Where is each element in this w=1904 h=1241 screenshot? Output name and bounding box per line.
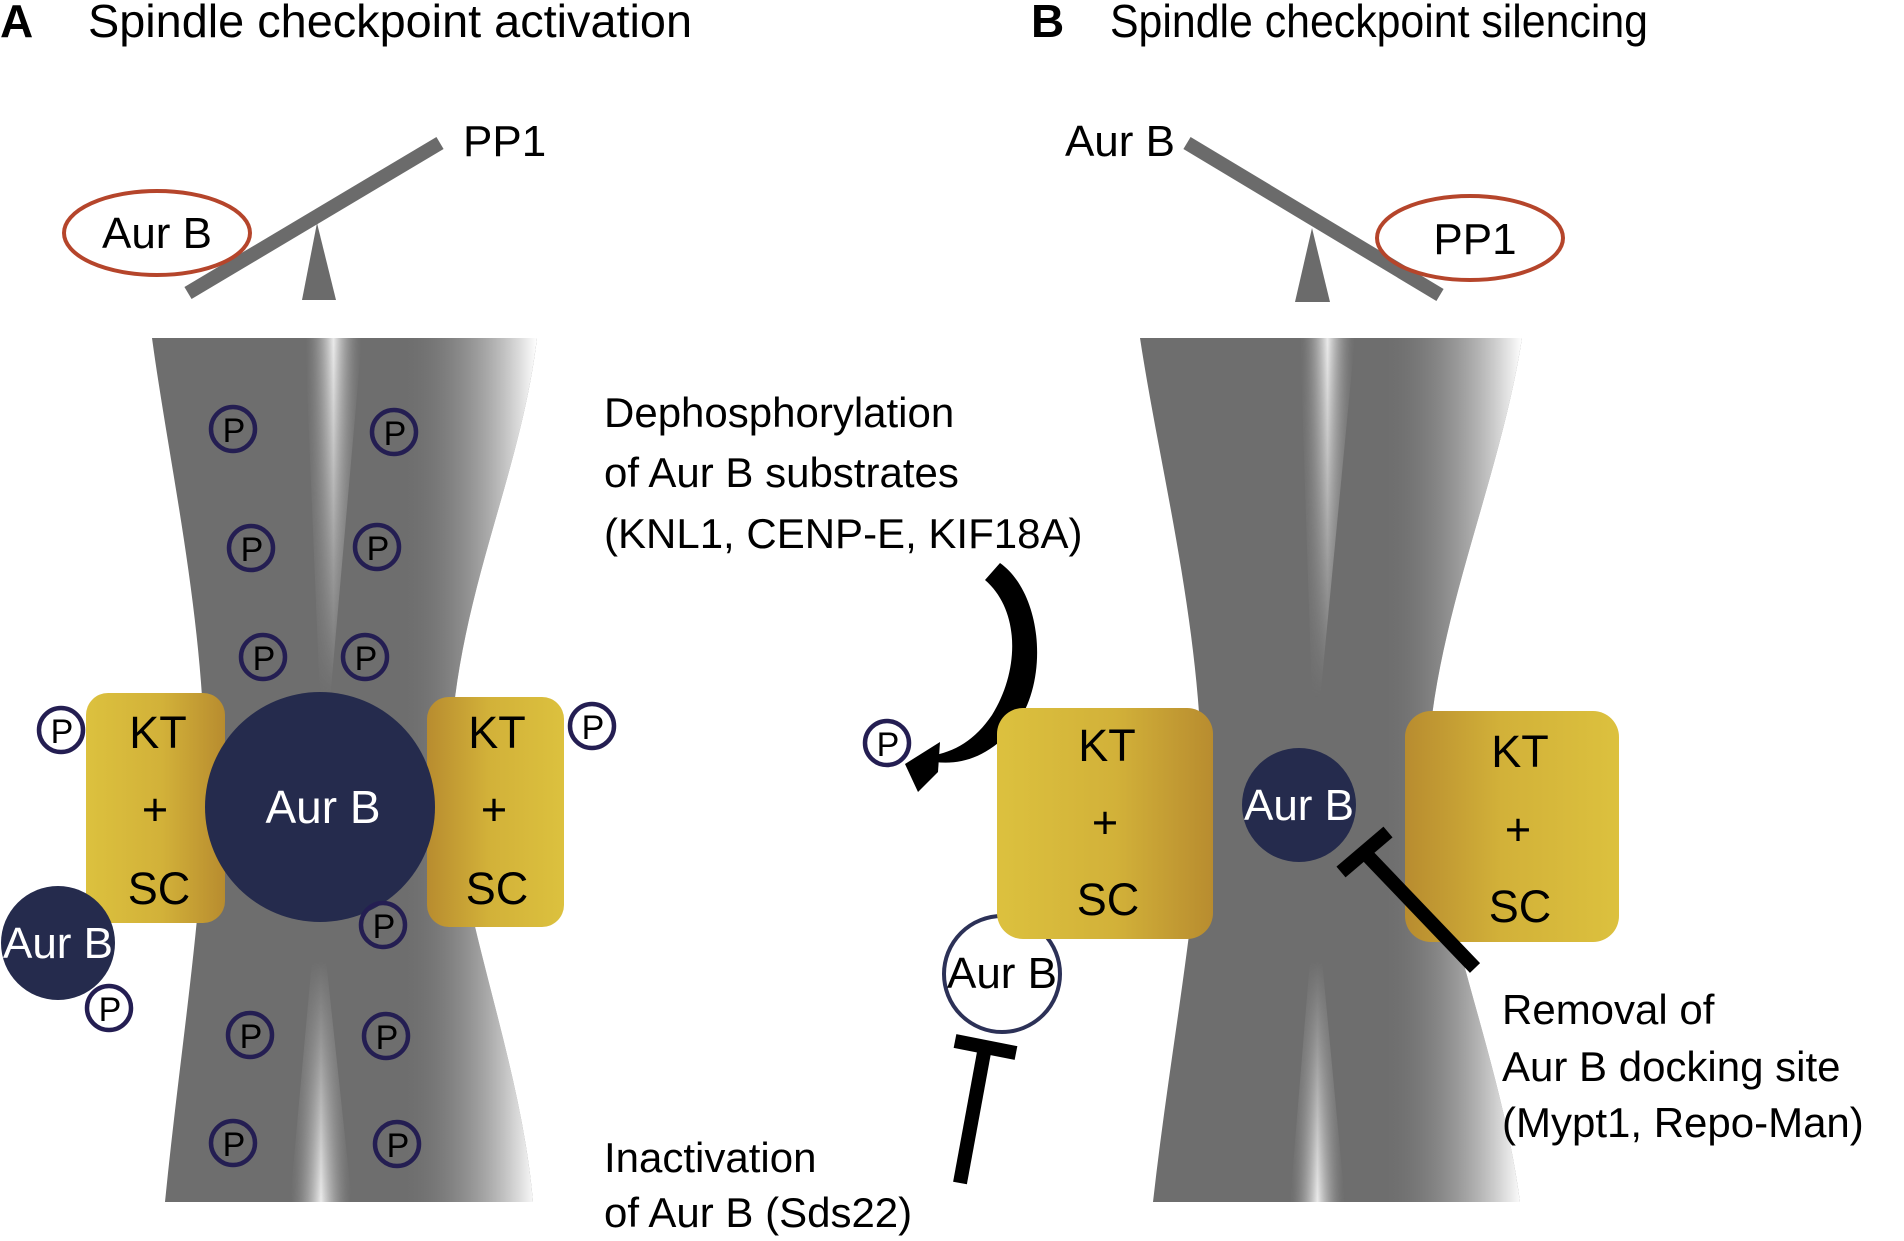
phospho-label: P	[51, 713, 74, 751]
plus-label: +	[1092, 797, 1118, 848]
seesaw-pivot-b	[1295, 228, 1330, 302]
panel-a-letter: A	[0, 0, 33, 47]
phospho-marks-a: P P P P P P P P P P P P P P	[36, 404, 617, 1169]
phospho-label: P	[582, 709, 605, 747]
spindle-fade-b	[1380, 338, 1522, 1202]
panel-b-letter: B	[1031, 0, 1064, 47]
annotation-line: (KNL1, CENP-E, KIF18A)	[604, 510, 1082, 557]
phospho-label: P	[373, 908, 396, 946]
inhibition-bar-icon	[953, 1034, 1018, 1185]
seesaw-label-aurb-a: Aur B	[102, 209, 212, 258]
phospho-label: P	[384, 415, 407, 453]
aurora-b-label: Aur B	[947, 949, 1057, 998]
phospho-label: P	[241, 531, 264, 569]
phospho-icon: P	[372, 1119, 422, 1169]
phospho-icon: P	[862, 718, 912, 768]
annotation-line: of Aur B (Sds22)	[604, 1189, 912, 1236]
balance-scale-b: PP1 Aur B	[1065, 117, 1565, 302]
sc-label: SC	[1077, 874, 1140, 925]
seesaw-pivot-a	[302, 223, 336, 300]
aurora-b-label: Aur B	[3, 919, 113, 968]
phospho-label: P	[99, 991, 122, 1029]
sc-label: SC	[128, 863, 191, 914]
plus-label: +	[481, 784, 507, 835]
kinetochore-left-b: KT + SC	[997, 708, 1213, 939]
inactivation-annotation: Inactivation of Aur B (Sds22)	[604, 1134, 912, 1236]
phospho-label: P	[387, 1127, 410, 1165]
dephosphorylation-annotation: Dephosphorylation of Aur B substrates (K…	[604, 389, 1082, 557]
annotation-line: Dephosphorylation	[604, 389, 954, 436]
phospho-label: P	[240, 1018, 263, 1056]
phospho-icon: P	[369, 407, 419, 457]
phospho-icon: P	[358, 900, 408, 950]
plus-label: +	[142, 784, 168, 835]
aurora-b-inactive: Aur B	[942, 914, 1062, 1034]
aurora-b-central-a: Aur B	[205, 692, 435, 922]
kinetochore-left-a: KT + SC	[86, 693, 225, 923]
pp1-highlight-oval-b	[1375, 194, 1565, 282]
phospho-icon: P	[208, 1118, 258, 1168]
seesaw-label-aurb-b: Aur B	[1065, 117, 1175, 166]
phospho-icon: P	[567, 701, 617, 751]
annotation-line: of Aur B substrates	[604, 449, 959, 496]
kinetochore-right-a: KT + SC	[427, 697, 564, 927]
phospho-label: P	[376, 1019, 399, 1057]
kt-label: KT	[1078, 720, 1136, 771]
seesaw-label-pp1-b: PP1	[1433, 215, 1516, 264]
docking-inhibition-bar-icon	[1336, 826, 1481, 973]
aurb-highlight-oval-a	[62, 189, 252, 277]
annotation-line: Inactivation	[604, 1134, 816, 1181]
annotation-line: Aur B docking site	[1502, 1043, 1841, 1090]
aurora-b-label: Aur B	[265, 781, 380, 833]
panel-a: A Spindle checkpoint activation Aur B PP…	[0, 0, 692, 1202]
panel-a-title: Spindle checkpoint activation	[88, 0, 692, 47]
phospho-label: P	[367, 530, 390, 568]
phospho-icon: P	[208, 404, 258, 454]
kt-label: KT	[468, 707, 526, 758]
plus-label: +	[1505, 804, 1531, 855]
phospho-label: P	[223, 1126, 246, 1164]
phospho-icon: P	[352, 522, 402, 572]
panel-b-title: Spindle checkpoint silencing	[1110, 0, 1648, 47]
aurora-b-detached-a: Aur B	[1, 886, 115, 1000]
seesaw-label-pp1-a: PP1	[463, 117, 546, 166]
sc-label: SC	[1489, 881, 1552, 932]
spindle-fade-a	[400, 338, 537, 1202]
phospho-icon: P	[36, 705, 86, 755]
released-phospho: P	[862, 718, 912, 768]
phospho-icon: P	[226, 523, 276, 573]
kt-label: KT	[1491, 726, 1549, 777]
phospho-label: P	[877, 726, 900, 764]
panel-b: B Spindle checkpoint silencing PP1 Aur B…	[997, 0, 1864, 1202]
phospho-label: P	[253, 640, 276, 678]
phospho-icon: P	[225, 1010, 275, 1060]
seesaw-beam-a	[184, 136, 444, 300]
phospho-icon: P	[361, 1011, 411, 1061]
aurora-b-label: Aur B	[1244, 781, 1354, 830]
aurora-b-central-b: Aur B	[1242, 748, 1356, 862]
annotation-line: (Mypt1, Repo-Man)	[1502, 1099, 1864, 1146]
phospho-icon: P	[238, 632, 288, 682]
sc-label: SC	[466, 863, 529, 914]
seesaw-beam-b	[1183, 136, 1444, 302]
removal-annotation: Removal of Aur B docking site (Mypt1, Re…	[1502, 986, 1864, 1146]
phospho-label: P	[355, 640, 378, 678]
annotation-line: Removal of	[1502, 986, 1715, 1033]
kinetochore-right-b: KT + SC	[1405, 711, 1619, 942]
phospho-icon: P	[340, 632, 390, 682]
balance-scale-a: Aur B PP1	[62, 117, 546, 300]
phospho-icon: P	[84, 983, 134, 1033]
phospho-label: P	[223, 412, 246, 450]
kt-label: KT	[129, 707, 187, 758]
